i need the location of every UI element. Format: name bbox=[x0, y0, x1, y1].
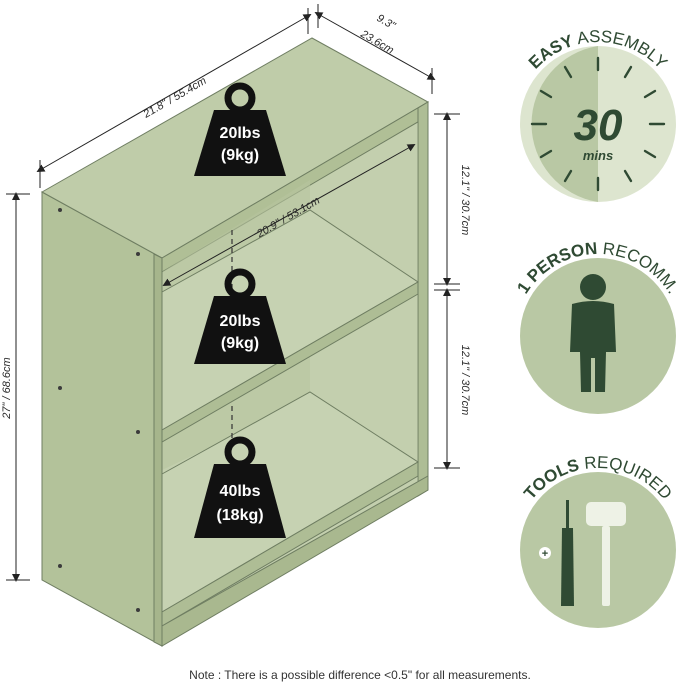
weight-middle-kg: (9kg) bbox=[221, 335, 259, 352]
person-badge: 1 PERSON RECOMM. bbox=[513, 239, 679, 414]
assembly-badge: EASY ASSEMBLY 30 mins bbox=[520, 27, 676, 202]
weight-badge-middle: 20lbs (9kg) bbox=[194, 268, 286, 364]
depth-cm-label: 23.6cm bbox=[358, 28, 396, 57]
upper-space-label: 12.1" / 30.7cm bbox=[459, 165, 471, 236]
weight-bottom-lbs: 40lbs bbox=[220, 483, 261, 500]
measurement-note: Note : There is a possible difference <0… bbox=[189, 668, 531, 682]
weight-bottom-kg: (18kg) bbox=[216, 507, 263, 524]
weight-top-kg: (9kg) bbox=[221, 147, 259, 164]
height-label: 27" / 68.6cm bbox=[1, 357, 13, 419]
screw-holes bbox=[58, 208, 140, 612]
person-icon bbox=[570, 274, 616, 392]
depth-inch-label: 9.3" bbox=[375, 12, 399, 33]
assembly-number: 30 bbox=[574, 101, 623, 150]
lower-space-label: 12.1" / 30.7cm bbox=[459, 345, 471, 416]
tools-icon: + bbox=[539, 500, 626, 606]
weight-badge-bottom: 40lbs (18kg) bbox=[194, 436, 286, 538]
weight-middle-lbs: 20lbs bbox=[220, 313, 261, 330]
bookcase-base bbox=[161, 475, 429, 647]
clock-icon bbox=[530, 56, 666, 192]
svg-text:+: + bbox=[542, 548, 548, 560]
dimension-lines bbox=[6, 4, 460, 582]
weight-top-lbs: 20lbs bbox=[220, 125, 261, 142]
bookcase-side-panel bbox=[41, 191, 163, 647]
tools-badge: TOOLS REQUIRED + bbox=[520, 453, 676, 628]
weight-badge-top: 20lbs (9kg) bbox=[194, 82, 286, 176]
assembly-unit: mins bbox=[583, 148, 613, 163]
bookcase-right-edge bbox=[417, 101, 429, 497]
bookcase-front-upright bbox=[153, 253, 163, 647]
